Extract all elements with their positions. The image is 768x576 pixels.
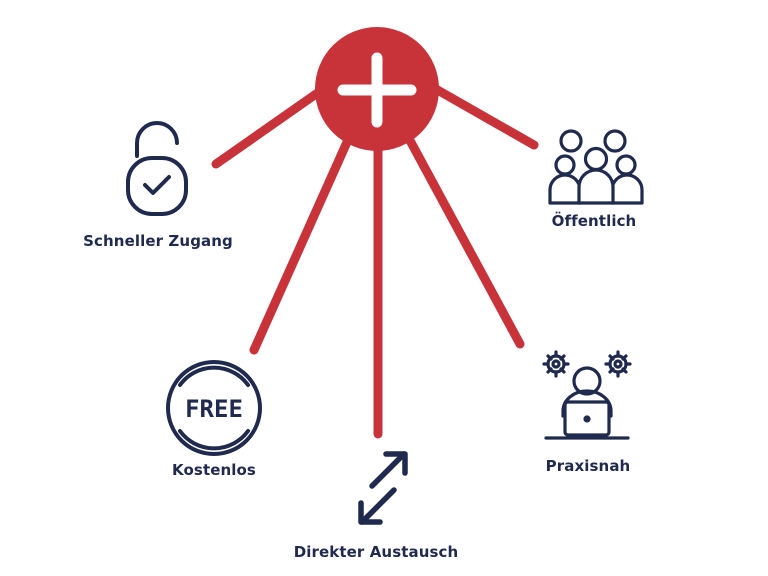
gear-icon	[604, 350, 632, 378]
label-oeffentlich: Öffentlich	[551, 212, 637, 230]
label-direkter-austausch: Direkter Austausch	[293, 543, 459, 561]
center-plus-circle	[315, 27, 439, 151]
swap-arrows-icon	[358, 451, 408, 525]
group-people-icon	[548, 129, 644, 205]
free-badge-text: FREE	[185, 395, 243, 423]
connector-lines	[211, 75, 539, 439]
free-badge-icon: FREE	[166, 360, 262, 456]
gear-icon	[542, 350, 570, 378]
plus-icon	[337, 52, 417, 128]
person-laptop-gears-icon	[542, 350, 632, 440]
connector-praxisnah	[395, 117, 525, 349]
label-praxisnah: Praxisnah	[545, 457, 631, 475]
label-kostenlos: Kostenlos	[172, 461, 256, 479]
connector-kostenlos	[249, 117, 361, 355]
label-schneller-zugang: Schneller Zugang	[83, 232, 233, 250]
unlocked-padlock-check-icon	[126, 121, 188, 216]
connector-oeffentlich	[415, 75, 539, 150]
